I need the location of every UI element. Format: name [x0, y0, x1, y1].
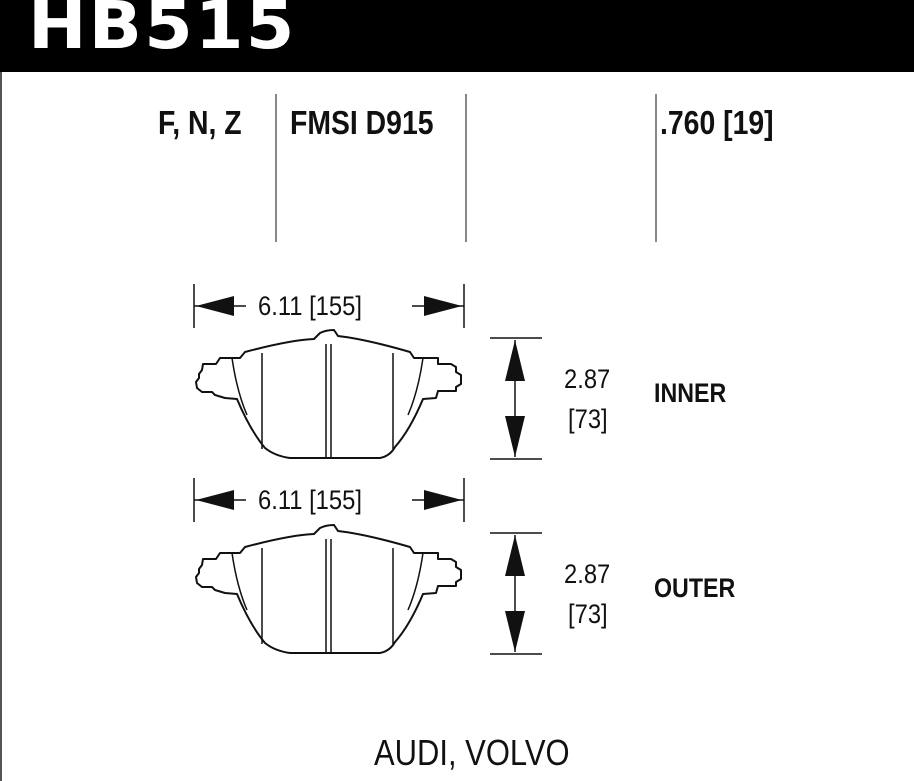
info-divider [655, 94, 657, 242]
inner-pad-drawing [195, 329, 462, 459]
header-bar: HB515 [0, 0, 914, 72]
inner-width-label: 6.11 [155] [258, 291, 362, 321]
outer-height-inches: 2.87 [564, 559, 611, 589]
inner-pad-label: INNER [654, 378, 727, 408]
inner-height-inches: 2.87 [564, 364, 611, 394]
inner-height-mm: [73] [568, 404, 608, 434]
info-divider [275, 94, 277, 242]
vehicle-applications: AUDI, VOLVO [374, 732, 570, 773]
info-divider [465, 94, 467, 242]
fmsi-number: FMSI D915 [290, 104, 434, 141]
pad-thickness: .760 [19] [660, 104, 774, 141]
outer-pad-label: OUTER [654, 573, 736, 603]
inner-width-dimension [193, 284, 465, 328]
outer-height-dimension [490, 532, 542, 655]
part-number: HB515 [28, 0, 297, 64]
outer-width-dimension [193, 478, 465, 522]
outer-width-label: 6.11 [155] [258, 485, 362, 515]
outer-height-mm: [73] [568, 599, 608, 629]
page-border [0, 72, 2, 781]
inner-height-dimension [490, 337, 542, 460]
outer-pad-drawing [195, 524, 462, 654]
compound-codes: F, N, Z [158, 104, 242, 141]
